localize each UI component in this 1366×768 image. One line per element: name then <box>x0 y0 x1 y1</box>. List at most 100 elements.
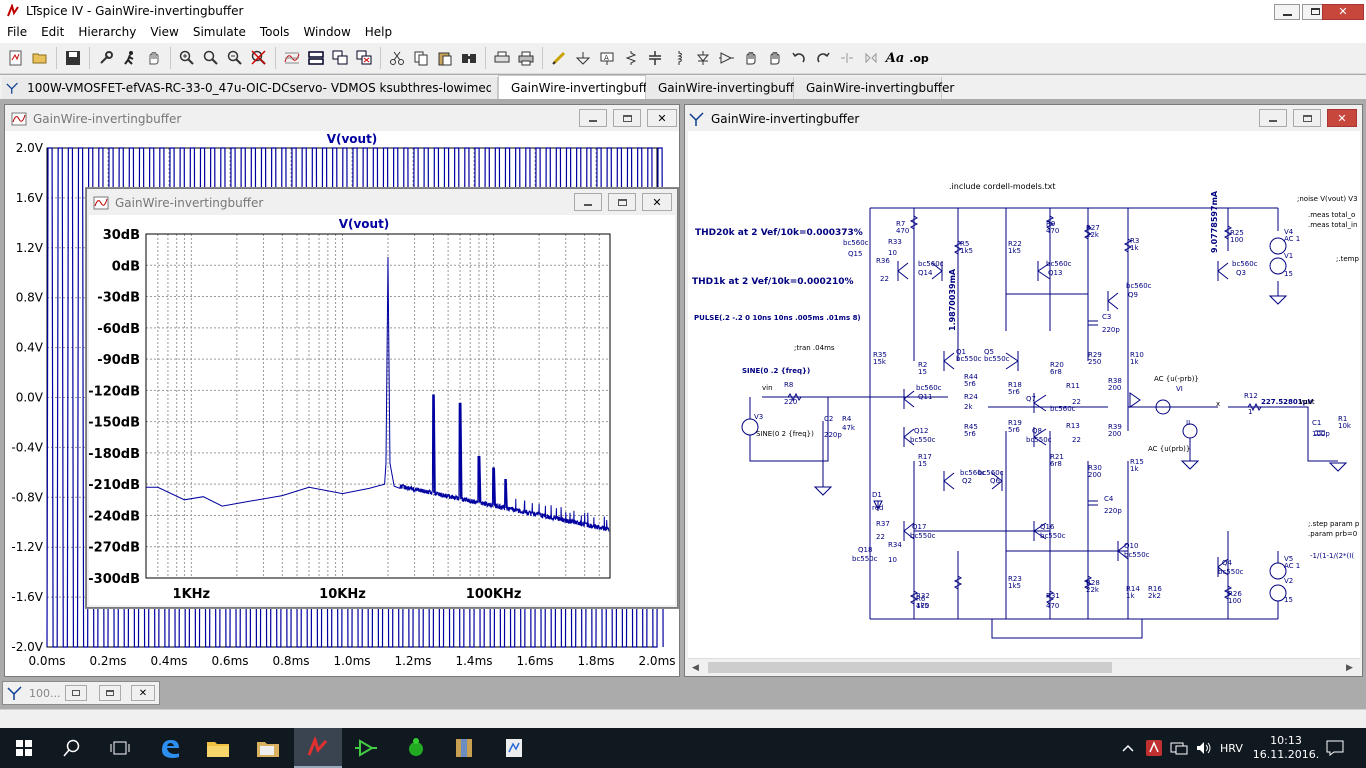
inductor-icon[interactable] <box>668 47 690 69</box>
ac-probe-neg[interactable]: AC {u(prb)} <box>1148 445 1190 453</box>
menu-help[interactable]: Help <box>364 25 393 39</box>
vin-net-label[interactable]: vin <box>762 384 773 392</box>
step-directive[interactable]: ;.step param p <box>1308 520 1360 528</box>
horizontal-scrollbar[interactable]: ◀ ▶ <box>688 658 1360 675</box>
taskbar-file-explorer[interactable] <box>194 728 242 768</box>
halt-icon[interactable] <box>143 47 165 69</box>
include-directive[interactable]: .include cordell-models.txt <box>949 182 1055 191</box>
meas-directive-1[interactable]: .meas total_o <box>1308 211 1355 219</box>
close-button[interactable]: ✕ <box>647 109 677 127</box>
temp-directive[interactable]: ;.temp <box>1336 255 1359 263</box>
taskbar-folder[interactable] <box>244 728 292 768</box>
param-directive[interactable]: .param prb=0 <box>1308 530 1357 538</box>
taskbar-ltspice[interactable] <box>294 728 342 768</box>
menu-view[interactable]: View <box>150 25 179 39</box>
spice-directive-icon[interactable]: .op <box>909 51 929 65</box>
cascade-icon[interactable] <box>329 47 351 69</box>
minimize-button[interactable] <box>574 193 602 211</box>
restore-button[interactable] <box>1293 109 1321 127</box>
language-indicator[interactable]: HRV <box>1220 741 1243 755</box>
action-center[interactable] <box>1326 728 1344 768</box>
taskbar-edge[interactable] <box>146 728 194 768</box>
current-annotation-q1[interactable]: 1.9870039mA <box>948 268 957 331</box>
task-view-button[interactable] <box>96 728 144 768</box>
sine-source-label[interactable]: SINE(0 .2 {freq}) <box>742 367 810 375</box>
draw-wire-icon[interactable] <box>548 47 570 69</box>
new-schematic-icon[interactable] <box>5 47 27 69</box>
menu-file[interactable]: File <box>7 25 28 39</box>
tab-gainwire-waveform-1[interactable]: GainWire-invertingbuffer <box>646 77 806 99</box>
tran-directive[interactable]: ;tran .04ms <box>794 344 835 352</box>
clock[interactable]: 10:13 16.11.2016. <box>1253 728 1319 768</box>
noise-directive[interactable]: ;noise V(vout) V3 <box>1297 195 1358 203</box>
print-icon[interactable] <box>515 47 537 69</box>
minimize-button[interactable] <box>1259 109 1287 127</box>
run-icon[interactable] <box>119 47 141 69</box>
close-all-icon[interactable] <box>353 47 375 69</box>
menu-window[interactable]: Window <box>303 25 351 39</box>
component-icon[interactable] <box>716 47 738 69</box>
save-icon[interactable] <box>62 47 84 69</box>
restore-button[interactable] <box>608 193 636 211</box>
taskbar-ltspice-symbol[interactable] <box>342 728 390 768</box>
vout-net-label[interactable]: vout <box>1299 398 1315 406</box>
mirror-icon[interactable] <box>860 47 882 69</box>
start-button[interactable] <box>0 728 48 768</box>
close-button[interactable]: ✕ <box>131 685 155 701</box>
scrollbar-thumb[interactable] <box>708 662 1112 673</box>
ac-probe-pos[interactable]: AC {u(-prb)} <box>1154 375 1199 383</box>
trace-label[interactable]: V(vout) <box>327 132 378 146</box>
rotate-icon[interactable] <box>836 47 858 69</box>
formula-directive[interactable]: -1/(1-1/(2*(I( <box>1310 552 1354 560</box>
print-setup-icon[interactable] <box>491 47 513 69</box>
minimize-button[interactable] <box>579 109 607 127</box>
minimize-button[interactable] <box>1264 0 1310 23</box>
copy-icon[interactable] <box>410 47 432 69</box>
tab-100w-vmosfet[interactable]: 100W-VMOSFET-efVAS-RC-33-0_47u-OIC-DCser… <box>2 77 498 99</box>
taskbar-green-app[interactable] <box>392 728 440 768</box>
diode-icon[interactable] <box>692 47 714 69</box>
control-panel-icon[interactable] <box>95 47 117 69</box>
paste-icon[interactable] <box>434 47 456 69</box>
search-button[interactable] <box>48 728 96 768</box>
vout-operating-point[interactable]: 227.52801µV <box>1261 398 1314 406</box>
autorange-icon[interactable] <box>281 47 303 69</box>
close-button[interactable]: ✕ <box>642 193 672 211</box>
menu-hierarchy[interactable]: Hierarchy <box>78 25 137 39</box>
taskbar-document[interactable] <box>490 728 538 768</box>
move-icon[interactable] <box>740 47 762 69</box>
maximize-button[interactable] <box>99 685 121 701</box>
restore-button[interactable] <box>613 109 641 127</box>
tab-gainwire-schematic[interactable]: GainWire-invertingbuffer <box>498 75 659 99</box>
capacitor-icon[interactable] <box>644 47 666 69</box>
x-net-label[interactable]: x <box>1216 400 1220 408</box>
restore-button[interactable] <box>1292 0 1338 23</box>
cancel-zoom-icon[interactable] <box>248 47 270 69</box>
ground-icon[interactable] <box>572 47 594 69</box>
minimized-window[interactable]: 100... ✕ <box>2 681 160 705</box>
pulse-directive[interactable]: PULSE(.2 -.2 0 10ns 10ns .005ms .01ms 8) <box>694 314 861 322</box>
drag-icon[interactable] <box>764 47 786 69</box>
resistor-icon[interactable] <box>620 47 642 69</box>
tile-horizontal-icon[interactable] <box>305 47 327 69</box>
scroll-left-icon[interactable]: ◀ <box>692 663 699 673</box>
cut-icon[interactable] <box>386 47 408 69</box>
schematic-window[interactable]: GainWire-invertingbuffer ✕ <box>684 104 1363 677</box>
scroll-right-icon[interactable]: ▶ <box>1346 663 1353 673</box>
close-button[interactable]: ✕ <box>1320 0 1366 23</box>
zoom-fit-icon[interactable] <box>224 47 246 69</box>
taskbar-archive[interactable] <box>440 728 488 768</box>
v3-source-value[interactable]: SINE(0 2 {freq}) <box>756 430 814 438</box>
thd1k-comment[interactable]: THD1k at 2 Vef/10k=0.000210% <box>692 277 854 287</box>
meas-directive-2[interactable]: .meas total_in <box>1308 221 1357 229</box>
fft-plot[interactable]: V(vout) 30dB0dB-30dB-60dB-90dB-120dB-150… <box>89 215 675 605</box>
redo-icon[interactable] <box>812 47 834 69</box>
undo-icon[interactable] <box>788 47 810 69</box>
open-icon[interactable] <box>29 47 51 69</box>
tray-network[interactable] <box>1170 728 1188 768</box>
show-hidden-icons[interactable] <box>1122 728 1134 768</box>
menu-simulate[interactable]: Simulate <box>192 25 246 39</box>
menu-edit[interactable]: Edit <box>41 25 65 39</box>
